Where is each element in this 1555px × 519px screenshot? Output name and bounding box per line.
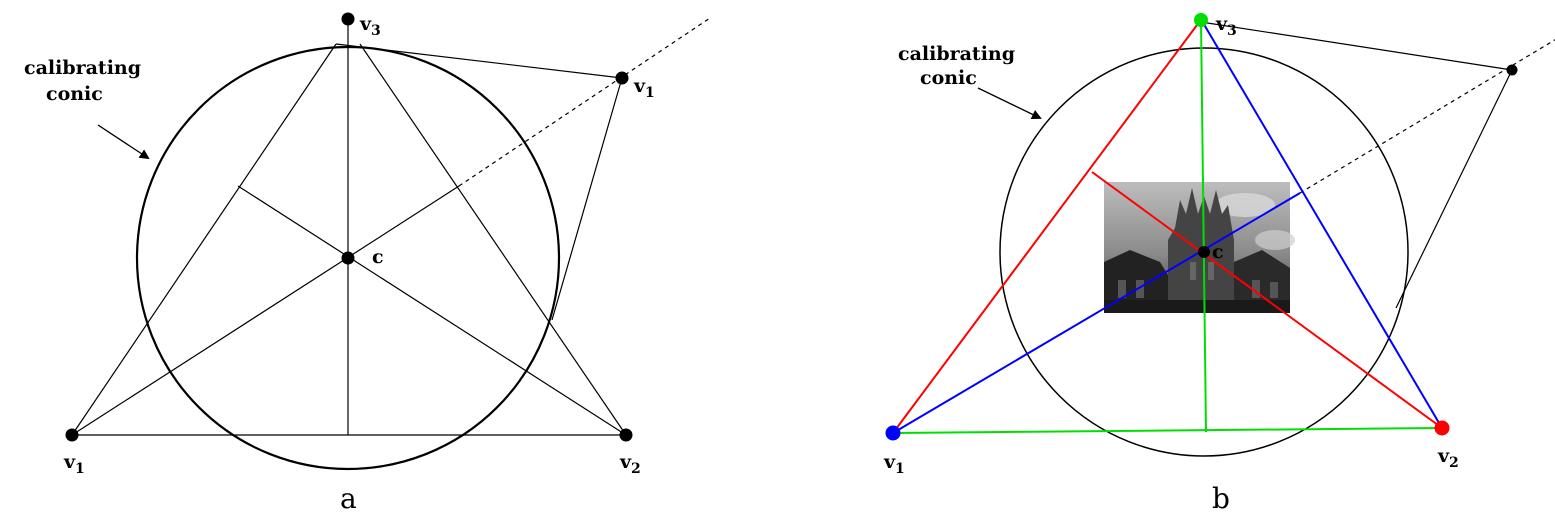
panel-letter-b: b xyxy=(1212,482,1230,515)
altitude-v2-a xyxy=(237,185,627,436)
label-c-a: c xyxy=(372,246,384,268)
red-edge-v1-v3 xyxy=(892,20,1201,434)
dashed-line-b xyxy=(1299,39,1555,194)
label-v1-a: v1 xyxy=(63,451,85,477)
label-v3-a: v3 xyxy=(359,13,381,39)
green-altitude-v3 xyxy=(1200,20,1207,433)
blue-edge-v2-v3 xyxy=(1201,20,1443,429)
callout-arrow-a xyxy=(97,124,150,160)
tangent-top-a xyxy=(335,43,623,79)
tangent-side-a xyxy=(551,77,623,321)
dashed-line-a xyxy=(458,17,711,187)
green-edge-v1-v2 xyxy=(892,427,1443,434)
edge-v1-v3-a xyxy=(71,43,337,436)
callout-line2-a: conic xyxy=(46,83,103,105)
center-c-a xyxy=(341,251,355,265)
vertex-v1-b xyxy=(885,425,901,441)
panel-b: v3 v1 v2 c calibrating conic b xyxy=(883,13,1555,515)
edge-v2-v3-a xyxy=(359,43,627,436)
panel-letter-a: a xyxy=(340,482,357,515)
callout-arrow-b xyxy=(977,87,1042,120)
vertex-v1-a xyxy=(65,428,79,442)
callout-line2-b: conic xyxy=(920,67,977,89)
vertex-v3-b xyxy=(1194,13,1208,27)
callout-line1-b: calibrating xyxy=(898,43,1015,65)
vertex-v2-b xyxy=(1434,420,1450,436)
label-v2-b: v2 xyxy=(1437,445,1459,471)
vertex-v1-far-a xyxy=(615,71,629,85)
panel-a: v3 v1 v1 v2 c calibrating conic a xyxy=(24,12,711,515)
blue-altitude-v1 xyxy=(892,192,1301,434)
altitude-v1-a xyxy=(71,185,460,436)
vertex-v2-a xyxy=(619,428,633,442)
tangent-side-b xyxy=(1395,69,1513,309)
callout-line1-a: calibrating xyxy=(24,57,141,79)
label-c-b: c xyxy=(1212,241,1224,263)
red-altitude-v2 xyxy=(1091,171,1443,429)
label-v1-b: v1 xyxy=(883,451,905,477)
center-c-b xyxy=(1198,246,1210,258)
vertex-far-b xyxy=(1506,64,1518,76)
calibrating-conic-circle-b xyxy=(999,47,1409,457)
vertex-v3-a xyxy=(341,12,355,26)
label-v2-a: v2 xyxy=(619,451,641,477)
label-v3-b: v3 xyxy=(1215,13,1237,39)
label-v1-far-a: v1 xyxy=(633,75,655,101)
tangent-top-b xyxy=(1200,21,1513,71)
